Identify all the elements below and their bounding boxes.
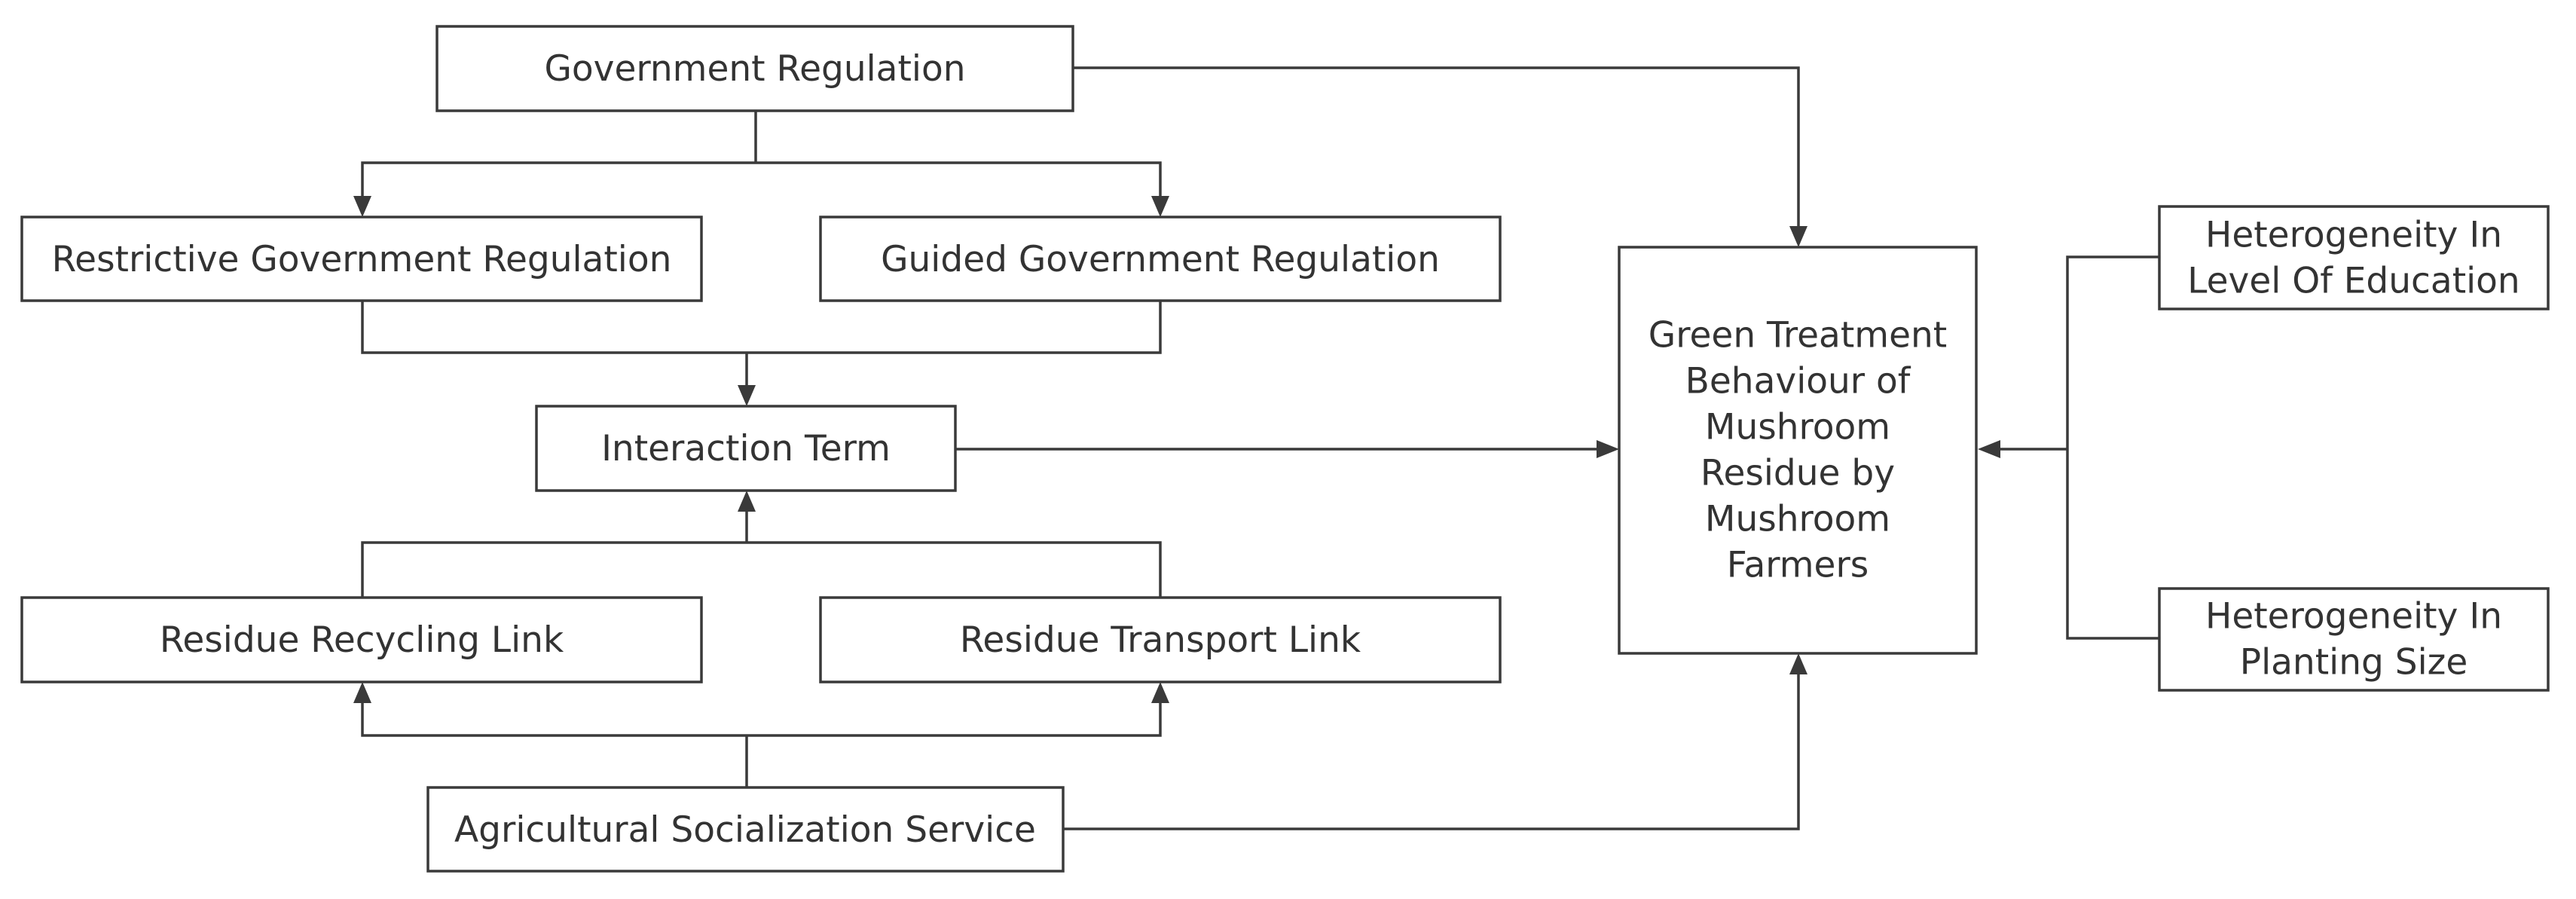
node-label-line: Restrictive Government Regulation	[52, 239, 672, 280]
node-label-line: Heterogeneity In	[2205, 595, 2502, 637]
edge-government-to-green-treatment	[1073, 66, 1800, 228]
arrow-to-transport	[1151, 682, 1169, 703]
arrow-interaction-to-green-treatment	[1597, 440, 1619, 458]
node-residue-transport-link: Residue Transport Link	[819, 596, 1502, 683]
node-label-line: Government Regulation	[544, 48, 965, 90]
edge-regulation-merge-to-interaction	[361, 301, 1162, 387]
arrow-to-restrictive	[353, 196, 371, 217]
node-label-line: Residue Transport Link	[960, 619, 1361, 661]
node-label-line: Agricultural Socialization Service	[454, 809, 1036, 851]
node-label-line: Residue by	[1701, 452, 1895, 494]
node-heterogeneity-education: Heterogeneity In Level Of Education	[2158, 205, 2550, 310]
node-label-line: Mushroom	[1705, 498, 1890, 540]
edge-government-to-split	[361, 111, 1162, 197]
node-interaction-term: Interaction Term	[535, 405, 957, 492]
arrow-to-guided	[1151, 196, 1169, 217]
node-label-line: Green Treatment	[1649, 314, 1947, 356]
node-label-line: Mushroom	[1705, 406, 1890, 448]
edge-service-to-links	[361, 702, 1162, 787]
node-label: Agricultural Socialization Service	[454, 809, 1036, 851]
arrow-to-interaction-from-bottom	[738, 491, 756, 512]
edge-heterogeneity-to-green-treatment	[1999, 255, 2159, 640]
node-restrictive-government-regulation: Restrictive Government Regulation	[20, 216, 703, 302]
node-label-line: Interaction Term	[601, 428, 891, 469]
node-label: Residue Transport Link	[960, 619, 1361, 661]
node-label: Residue Recycling Link	[160, 619, 564, 661]
node-label: Guided Government Regulation	[881, 239, 1440, 280]
node-government-regulation: Government Regulation	[435, 25, 1074, 112]
edge-service-to-green-treatment	[1063, 673, 1800, 830]
node-agricultural-socialization-service: Agricultural Socialization Service	[426, 786, 1065, 873]
edge-links-merge-to-interaction	[361, 510, 1162, 598]
connectors	[353, 66, 2159, 830]
node-residue-recycling-link: Residue Recycling Link	[20, 596, 703, 683]
arrow-to-interaction-from-top	[738, 385, 756, 406]
node-label-line: Planting Size	[2240, 641, 2468, 683]
node-label-line: Level Of Education	[2187, 260, 2519, 301]
arrow-heterogeneity-to-green-treatment	[1978, 440, 2000, 458]
node-label: Government Regulation	[544, 48, 965, 90]
node-label: Restrictive Government Regulation	[52, 239, 672, 280]
node-label: Heterogeneity In Level Of Education	[2187, 214, 2519, 301]
node-label-line: Heterogeneity In	[2205, 214, 2502, 255]
arrow-to-recycling	[353, 682, 371, 703]
arrow-government-to-green-treatment	[1789, 226, 1807, 247]
arrow-service-to-green-treatment	[1789, 653, 1807, 674]
node-label-line: Behaviour of	[1685, 360, 1911, 402]
node-label: Interaction Term	[601, 428, 891, 469]
node-label-line: Guided Government Regulation	[881, 239, 1440, 280]
node-label-line: Farmers	[1727, 544, 1869, 586]
node-guided-government-regulation: Guided Government Regulation	[819, 216, 1502, 302]
node-label-line: Residue Recycling Link	[160, 619, 564, 661]
